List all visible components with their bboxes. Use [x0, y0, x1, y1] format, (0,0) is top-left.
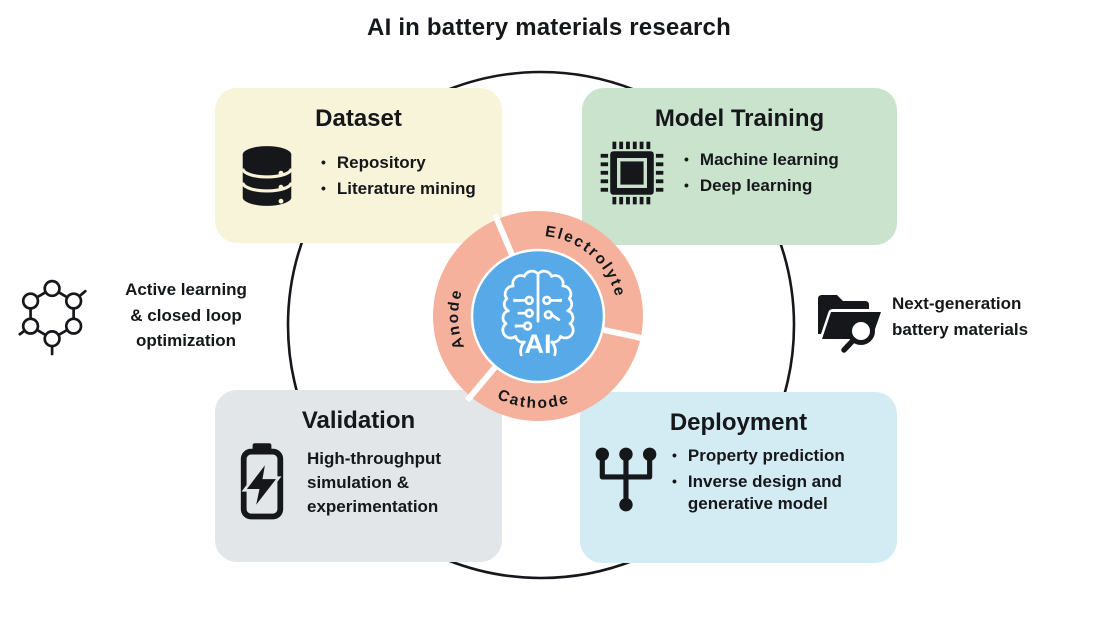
database-icon [241, 146, 293, 206]
ai-core-circle [470, 248, 606, 384]
model-training-item: • Machine learning [684, 149, 839, 171]
validation-card: Validation High-throughput simulation & … [215, 390, 502, 562]
deployment-item: • Inverse design and generative model [672, 471, 884, 515]
note-line: Active learning [125, 280, 247, 299]
bullet-dot: • [321, 180, 326, 196]
brain-circuit-icon: AI [501, 269, 575, 359]
anode-label: Anode [445, 287, 468, 352]
chip-icon [600, 141, 664, 205]
bullet-dot: • [684, 150, 689, 167]
bullet-dot: • [321, 153, 326, 170]
model-training-item: • Deep learning [684, 175, 839, 197]
model-training-item-label: Machine learning [699, 149, 839, 169]
molecule-icon [18, 279, 87, 356]
dataset-item: • Literature mining [321, 178, 476, 200]
tree-icon [595, 447, 657, 512]
active-learning-note: Active learning & closed loop optimizati… [96, 277, 276, 354]
model-training-item-label: Deep learning [699, 176, 813, 195]
deployment-card: Deployment • Property prediction • Inver… [580, 392, 897, 563]
note-line: Next-generation [892, 294, 1022, 313]
validation-title: Validation [301, 407, 416, 434]
cathode-label: Cathode [495, 386, 572, 412]
note-line: optimization [135, 331, 237, 350]
validation-text: High-throughput simulation & experimenta… [307, 449, 442, 516]
dataset-title: Dataset [315, 105, 402, 132]
ai-label: AI [524, 328, 551, 359]
dataset-item-label: Literature mining [336, 179, 476, 198]
page-title: AI in battery materials research [367, 14, 731, 41]
battery-icon [240, 443, 284, 520]
dataset-item-label: Repository [336, 152, 426, 172]
bullet-dot: • [672, 473, 677, 490]
bullet-dot: • [684, 177, 689, 193]
model-training-title: Model Training [654, 105, 825, 132]
dataset-item: • Repository [321, 152, 476, 174]
model-training-card: Model Training [582, 88, 897, 245]
deployment-item-label: Property prediction [687, 446, 845, 465]
note-line: battery materials [892, 319, 1029, 339]
dataset-card: Dataset • Repository • Literature mining [215, 88, 502, 243]
deployment-item-label: Inverse design and generative model [687, 472, 842, 514]
deployment-title: Deployment [669, 409, 808, 436]
next-gen-note: Next-generation battery materials [892, 291, 1098, 342]
bullet-dot: • [672, 447, 677, 463]
folder-search-icon [818, 295, 881, 353]
note-line: & closed loop [130, 305, 242, 325]
deployment-item: • Property prediction [672, 445, 884, 467]
